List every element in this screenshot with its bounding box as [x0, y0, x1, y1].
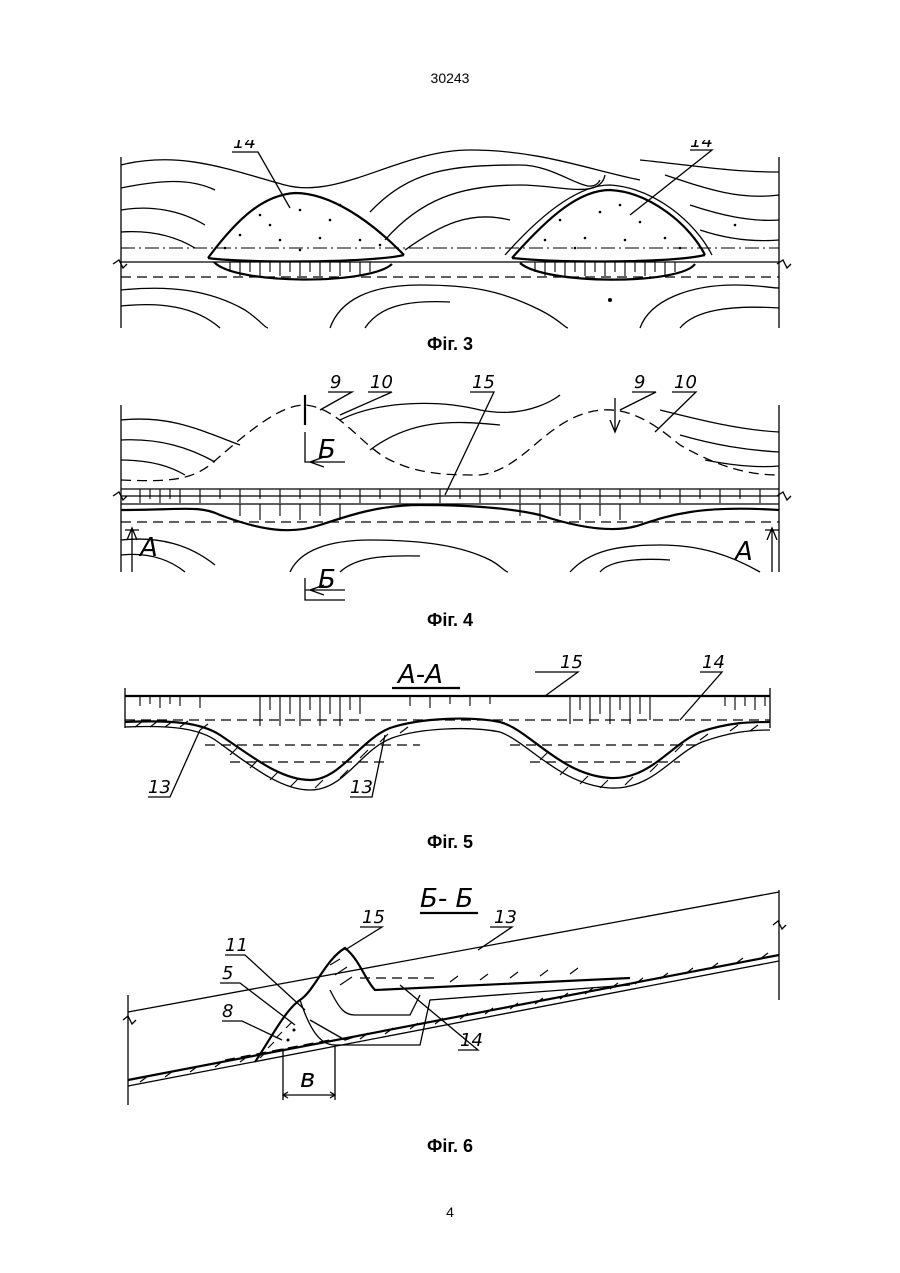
fig5-label-13-left: 13 — [148, 777, 171, 798]
fig3-label-14-left: 14 — [233, 140, 256, 153]
fig6-section-title: Б- Б — [420, 884, 473, 914]
fig6-label-13: 13 — [494, 907, 517, 928]
fig6-dimension-b: в — [300, 1064, 315, 1094]
page-number: 4 — [0, 1204, 900, 1220]
figure-4-drawing: 9 10 15 9 10 Б Б А А — [0, 370, 900, 610]
fig4-label-10-left: 10 — [370, 372, 393, 393]
fig5-label-13-right: 13 — [350, 777, 373, 798]
figure-5-caption: Фіг. 5 — [0, 832, 900, 853]
figure-5-drawing: А-А 15 14 13 13 — [0, 650, 900, 830]
figure-4-caption: Фіг. 4 — [0, 610, 900, 631]
fig4-label-9-left: 9 — [330, 372, 341, 393]
fig5-section-title: А-А — [396, 660, 443, 690]
figure-6-drawing: Б- Б 15 13 11 5 8 14 в — [0, 880, 900, 1115]
fig5-label-14: 14 — [702, 652, 725, 673]
fig4-label-10-right: 10 — [674, 372, 697, 393]
fig4-section-a-right: А — [733, 537, 753, 567]
fig4-section-a-left: А — [138, 533, 158, 563]
fig3-label-14-right: 14 — [690, 140, 713, 152]
figure-3-drawing: 14 14 — [0, 140, 900, 335]
fig6-label-5: 5 — [222, 963, 233, 984]
fig6-label-8: 8 — [222, 1001, 233, 1022]
figure-3-caption: Фіг. 3 — [0, 334, 900, 355]
fig5-label-15: 15 — [560, 652, 583, 673]
figure-6-caption: Фіг. 6 — [0, 1136, 900, 1157]
fig4-section-b-bottom: Б — [318, 565, 336, 595]
fig4-section-b-top: Б — [318, 435, 336, 465]
fig6-label-11: 11 — [225, 935, 248, 956]
fig4-label-15: 15 — [472, 372, 495, 393]
fig6-label-15: 15 — [362, 907, 385, 928]
fig4-label-9-right: 9 — [634, 372, 645, 393]
patent-number: 30243 — [0, 70, 900, 86]
fig6-label-14: 14 — [460, 1030, 483, 1051]
